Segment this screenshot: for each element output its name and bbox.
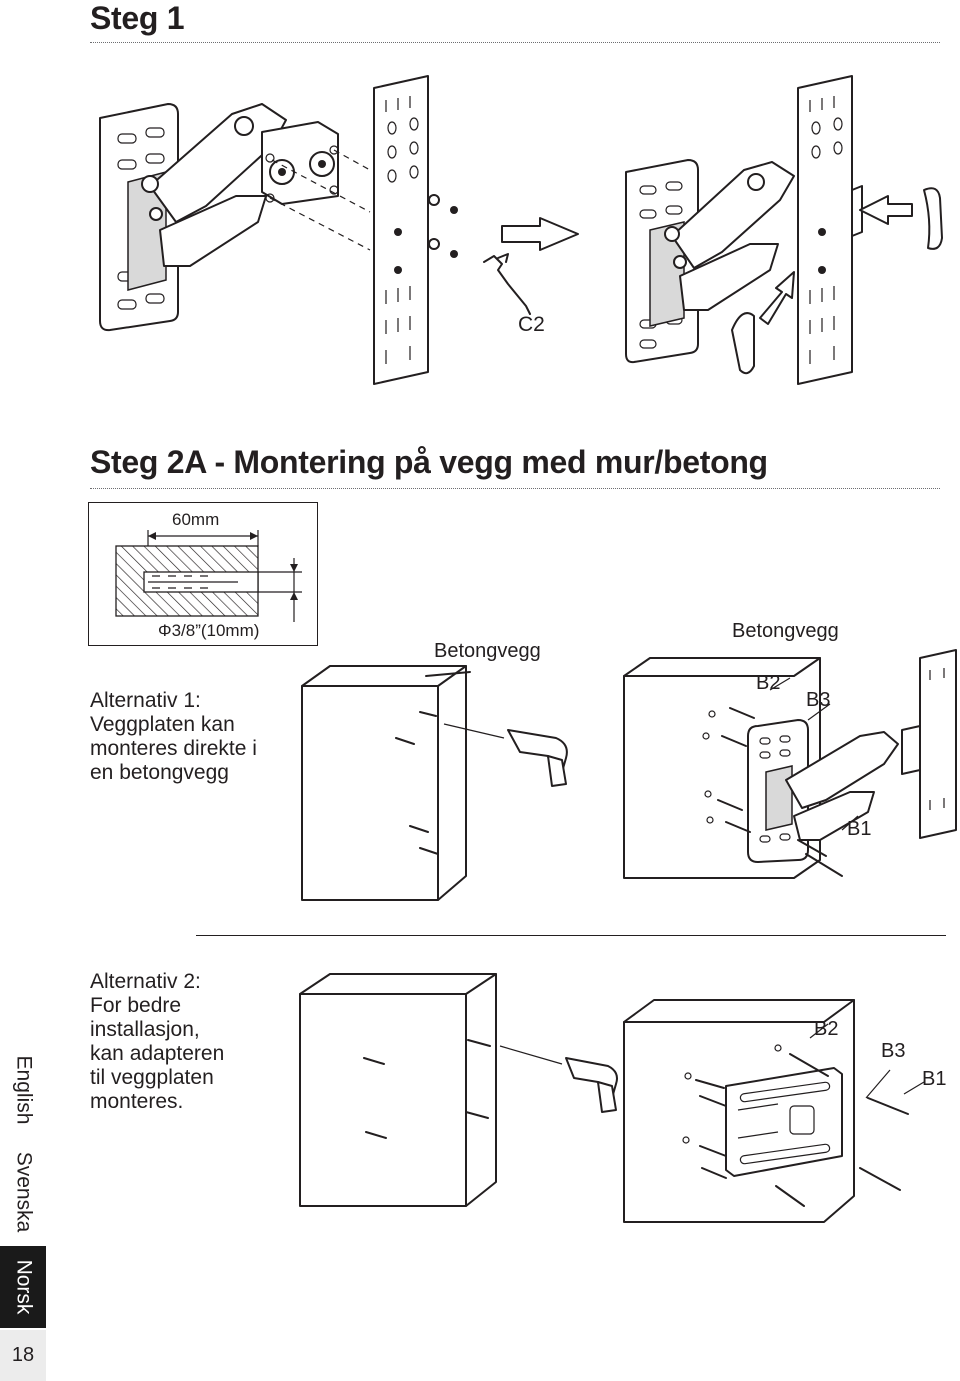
concrete-block-a	[301, 665, 471, 901]
step1-title: Steg 1	[90, 0, 185, 36]
drill-diameter-label: Φ3/8”(10mm)	[158, 621, 260, 640]
arm-assembly-right	[649, 161, 795, 327]
option2-text: Alternativ 2: For bedre installasjon, ka…	[90, 970, 225, 1113]
vesa-plate-right	[797, 75, 863, 385]
bolts-d	[682, 1023, 925, 1207]
option2-illustration	[299, 973, 925, 1223]
side-tab-english[interactable]: English	[0, 1044, 46, 1136]
side-tab-norsk[interactable]: Norsk	[0, 1246, 46, 1328]
section-divider	[196, 935, 946, 936]
concrete-block-c	[299, 973, 497, 1207]
side-tab-svenska-label: Svenska	[12, 1151, 36, 1233]
arrow-right	[501, 217, 579, 251]
wrench-c2	[483, 253, 531, 315]
step2a-divider	[90, 488, 940, 489]
adapter-plate	[725, 1067, 843, 1177]
drill-depth-label: 60mm	[172, 510, 220, 529]
side-tab-english-label: English	[12, 1055, 36, 1125]
side-tab-svenska[interactable]: Svenska	[0, 1140, 46, 1244]
bolts-b	[702, 677, 859, 877]
part-label-b3-opt2: B3	[881, 1040, 906, 1062]
part-label-b1-opt1: B1	[847, 818, 872, 840]
option1-text: Alternativ 1: Veggplaten kan monteres di…	[90, 689, 257, 784]
drill-a	[443, 723, 568, 787]
part-label-b2-opt2: B2	[814, 1018, 839, 1040]
wall-plate-on-block-b	[747, 649, 957, 863]
part-label-b3-opt1: B3	[806, 689, 831, 711]
page-number: 18	[11, 1344, 35, 1366]
step1-illustration	[99, 75, 943, 385]
arm-assembly-left	[127, 103, 339, 291]
drill-spec-box	[88, 502, 318, 646]
part-label-b1-opt2: B1	[922, 1068, 947, 1090]
arrow-left	[859, 195, 913, 225]
part-label-b2-opt1: B2	[756, 672, 781, 694]
step1-divider	[90, 42, 940, 43]
cover-cap-right	[923, 187, 943, 250]
dashed-guides-left	[269, 149, 371, 251]
side-tab-norsk-label: Norsk	[12, 1259, 35, 1315]
drill-c	[499, 1045, 618, 1113]
page-number-box: 18	[0, 1330, 46, 1381]
wall-label-concrete-b: Betongvegg	[732, 620, 839, 642]
arrow-up	[759, 271, 795, 325]
tool-label-c2: C2	[518, 313, 545, 336]
vesa-plate-left	[373, 75, 458, 385]
wall-label-concrete-a: Betongvegg	[434, 640, 541, 662]
cover-cap-bottom	[731, 312, 755, 375]
option1-illustration	[301, 649, 957, 901]
step2a-title: Steg 2A - Montering på vegg med mur/beto…	[90, 444, 768, 480]
drill-hole-diagram	[115, 530, 302, 622]
